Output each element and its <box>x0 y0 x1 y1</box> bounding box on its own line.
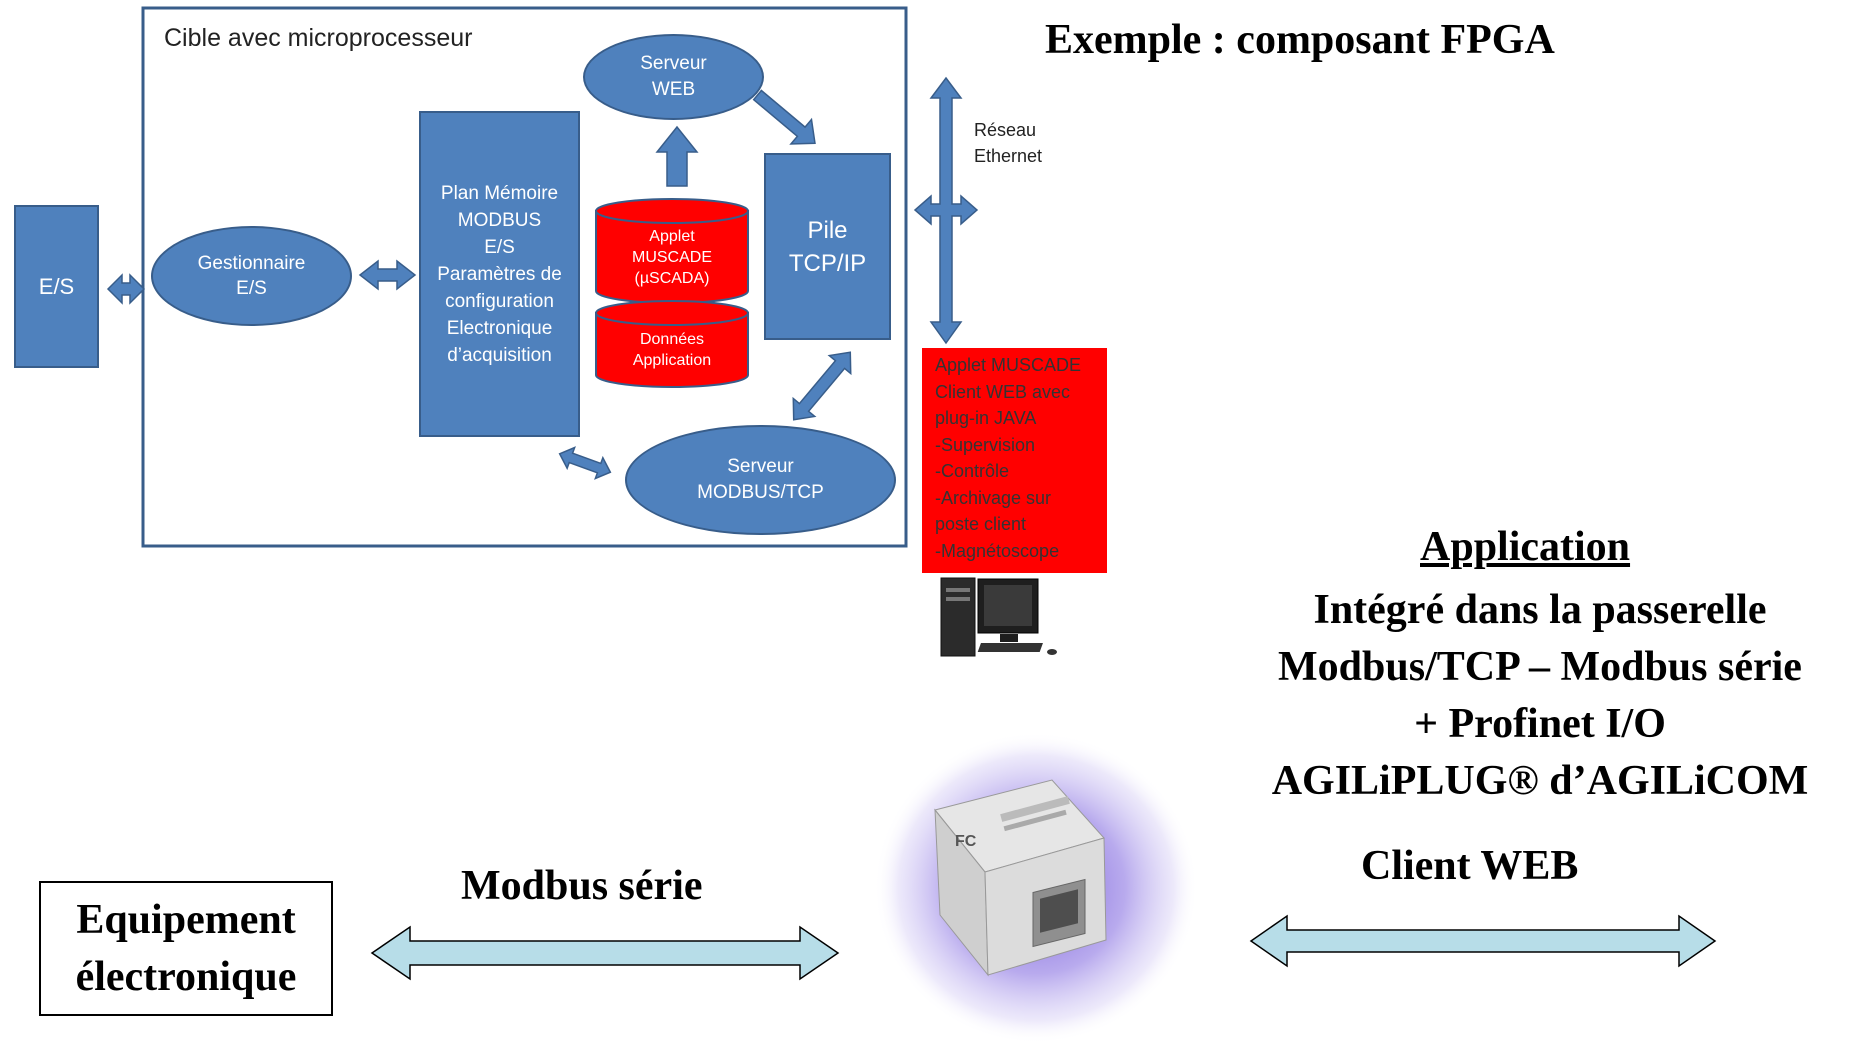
reseau-ethernet-label: Réseau Ethernet <box>974 120 1043 166</box>
applet-cylinder-label: Applet MUSCADE (µSCADA) <box>631 227 712 287</box>
pile-tcpip-label: Pile TCP/IP <box>788 216 867 277</box>
cible-label: Cible avec microprocesseur <box>164 24 473 52</box>
computer-icon <box>940 577 1057 657</box>
pile-tcpip-box: Pile TCP/IP <box>764 153 891 340</box>
arrow-serveur-web-pile <box>752 89 816 145</box>
gestionnaire-ellipse: Gestionnaire E/S <box>151 226 352 326</box>
es-box: E/S <box>14 205 99 368</box>
arrow-client-web <box>1249 914 1717 968</box>
device-print-fc: FC <box>955 833 977 850</box>
arrow-ethernet-cross <box>913 76 979 345</box>
arrow-pile-modbus <box>792 351 852 421</box>
serveur-modbus-label: Serveur MODBUS/TCP <box>697 456 824 503</box>
serveur-modbus-ellipse: Serveur MODBUS/TCP <box>625 425 896 535</box>
plan-memoire-label: Plan Mémoire MODBUS E/S Paramètres de co… <box>437 182 562 366</box>
cylinder-donnees <box>595 300 749 388</box>
arrow-plan-modbus <box>558 446 612 480</box>
es-label: E/S <box>38 273 75 299</box>
serveur-web-ellipse: Serveur WEB <box>583 34 764 120</box>
application-heading: Application <box>1420 524 1631 570</box>
cylinder-applet <box>595 198 749 304</box>
agiliplug-device-image: FC <box>874 732 1198 1044</box>
arrow-es-gestionnaire <box>106 273 146 305</box>
gestionnaire-label: Gestionnaire E/S <box>197 253 306 299</box>
arrow-modbus-serie <box>370 925 840 981</box>
muscade-client-red-box: Applet MUSCADE Client WEB avec plug-in J… <box>922 348 1107 573</box>
equipement-box: Equipement électronique <box>39 881 333 1016</box>
client-web-label: Client WEB <box>1361 843 1579 889</box>
cible-frame <box>141 6 908 548</box>
arrow-up-serveur-web <box>655 125 699 187</box>
modbus-serie-label: Modbus série <box>461 863 703 909</box>
application-description: Intégré dans la passerelle Modbus/TCP – … <box>1271 587 1809 804</box>
donnees-cylinder-label: Données Application <box>632 331 712 369</box>
top-title: Exemple : composant FPGA <box>1045 17 1555 63</box>
serveur-web-label: Serveur WEB <box>640 53 707 100</box>
plan-memoire-box: Plan Mémoire MODBUS E/S Paramètres de co… <box>419 111 580 437</box>
arrow-gestionnaire-plan <box>358 259 417 291</box>
